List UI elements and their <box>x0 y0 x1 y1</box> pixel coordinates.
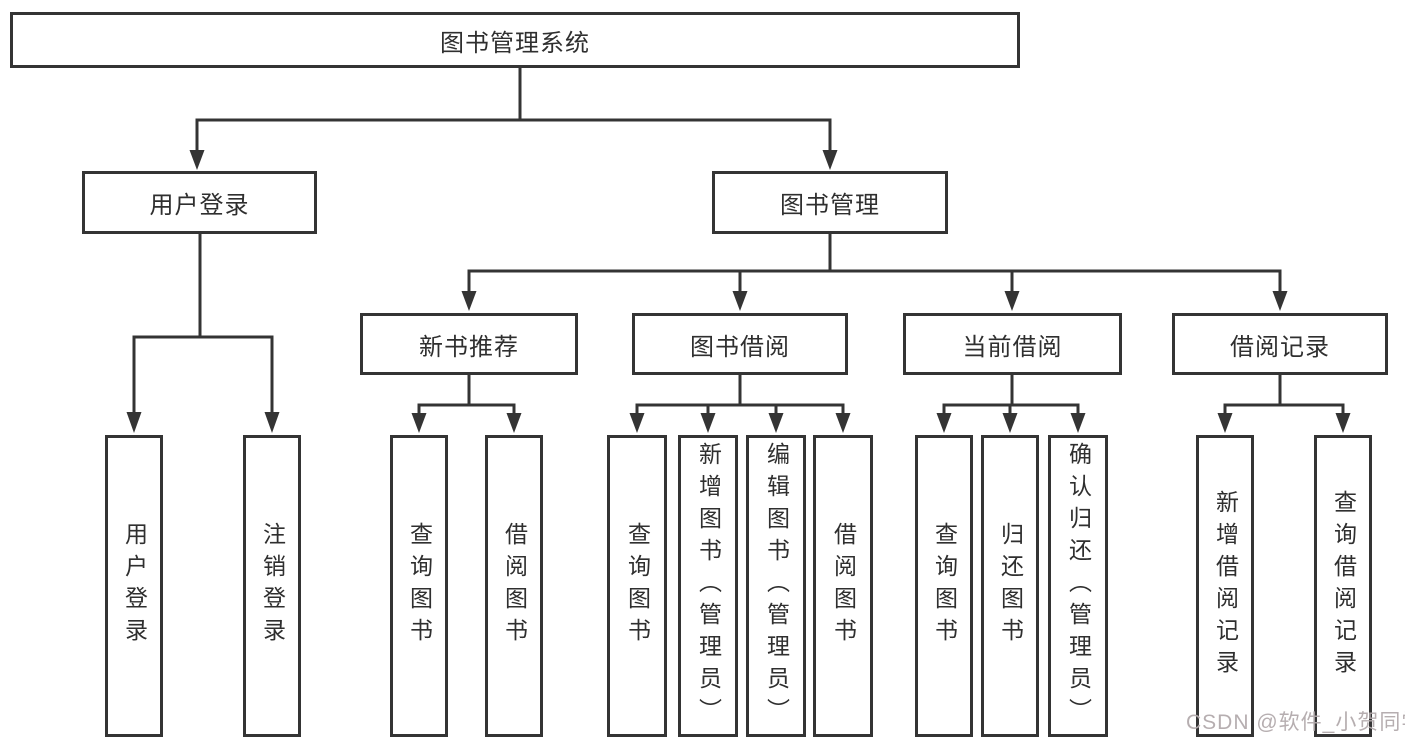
leaf-query-book-1: 查询图书 <box>390 435 448 737</box>
leaf-add-borrow-record-label: 新增借阅记录 <box>1212 490 1239 682</box>
node-user-login-label: 用户登录 <box>149 192 250 219</box>
leaf-query-borrow-record-label: 查询借阅记录 <box>1330 490 1357 682</box>
node-book-management-label: 图书管理 <box>780 192 880 219</box>
leaf-query-book-3-label: 查询图书 <box>931 522 958 650</box>
node-user-login: 用户登录 <box>82 171 317 234</box>
node-borrowing-records-label: 借阅记录 <box>1230 333 1330 361</box>
leaf-query-book-2: 查询图书 <box>607 435 667 737</box>
leaf-borrow-book-2: 借阅图书 <box>813 435 873 737</box>
leaf-add-borrow-record: 新增借阅记录 <box>1196 435 1254 737</box>
leaf-user-login: 用户登录 <box>105 435 163 737</box>
leaf-query-borrow-record: 查询借阅记录 <box>1314 435 1372 737</box>
leaf-query-book-2-label: 查询图书 <box>624 522 651 650</box>
leaf-edit-book-admin-label: 编辑图书（管理员） <box>763 442 790 730</box>
node-current-borrowing-label: 当前借阅 <box>962 333 1063 361</box>
leaf-query-book-1-label: 查询图书 <box>406 522 433 650</box>
leaf-borrow-book-1-label: 借阅图书 <box>501 522 528 650</box>
node-book-management: 图书管理 <box>712 171 948 234</box>
node-new-book-recommend-label: 新书推荐 <box>419 333 519 361</box>
node-library-system-label: 图书管理系统 <box>440 29 590 57</box>
leaf-add-book-admin-label: 新增图书（管理员） <box>695 442 722 730</box>
node-current-borrowing: 当前借阅 <box>903 313 1122 375</box>
node-book-borrowing-label: 图书借阅 <box>690 333 790 361</box>
leaf-edit-book-admin: 编辑图书（管理员） <box>746 435 806 737</box>
leaf-confirm-return-admin-label: 确认归还（管理员） <box>1065 442 1092 730</box>
leaf-query-book-3: 查询图书 <box>915 435 973 737</box>
node-borrowing-records: 借阅记录 <box>1172 313 1388 375</box>
leaf-logout-label: 注销登录 <box>259 522 286 650</box>
leaf-return-book: 归还图书 <box>981 435 1039 737</box>
leaf-user-login-label: 用户登录 <box>121 522 148 650</box>
csdn-watermark: CSDN @软件_小贺同学 <box>1186 711 1405 734</box>
leaf-borrow-book-2-label: 借阅图书 <box>830 522 857 650</box>
node-library-system: 图书管理系统 <box>10 12 1020 68</box>
leaf-borrow-book-1: 借阅图书 <box>485 435 543 737</box>
leaf-add-book-admin: 新增图书（管理员） <box>678 435 738 737</box>
node-new-book-recommend: 新书推荐 <box>360 313 578 375</box>
leaf-return-book-label: 归还图书 <box>997 522 1024 650</box>
leaf-confirm-return-admin: 确认归还（管理员） <box>1048 435 1108 737</box>
node-book-borrowing: 图书借阅 <box>632 313 848 375</box>
leaf-logout: 注销登录 <box>243 435 301 737</box>
